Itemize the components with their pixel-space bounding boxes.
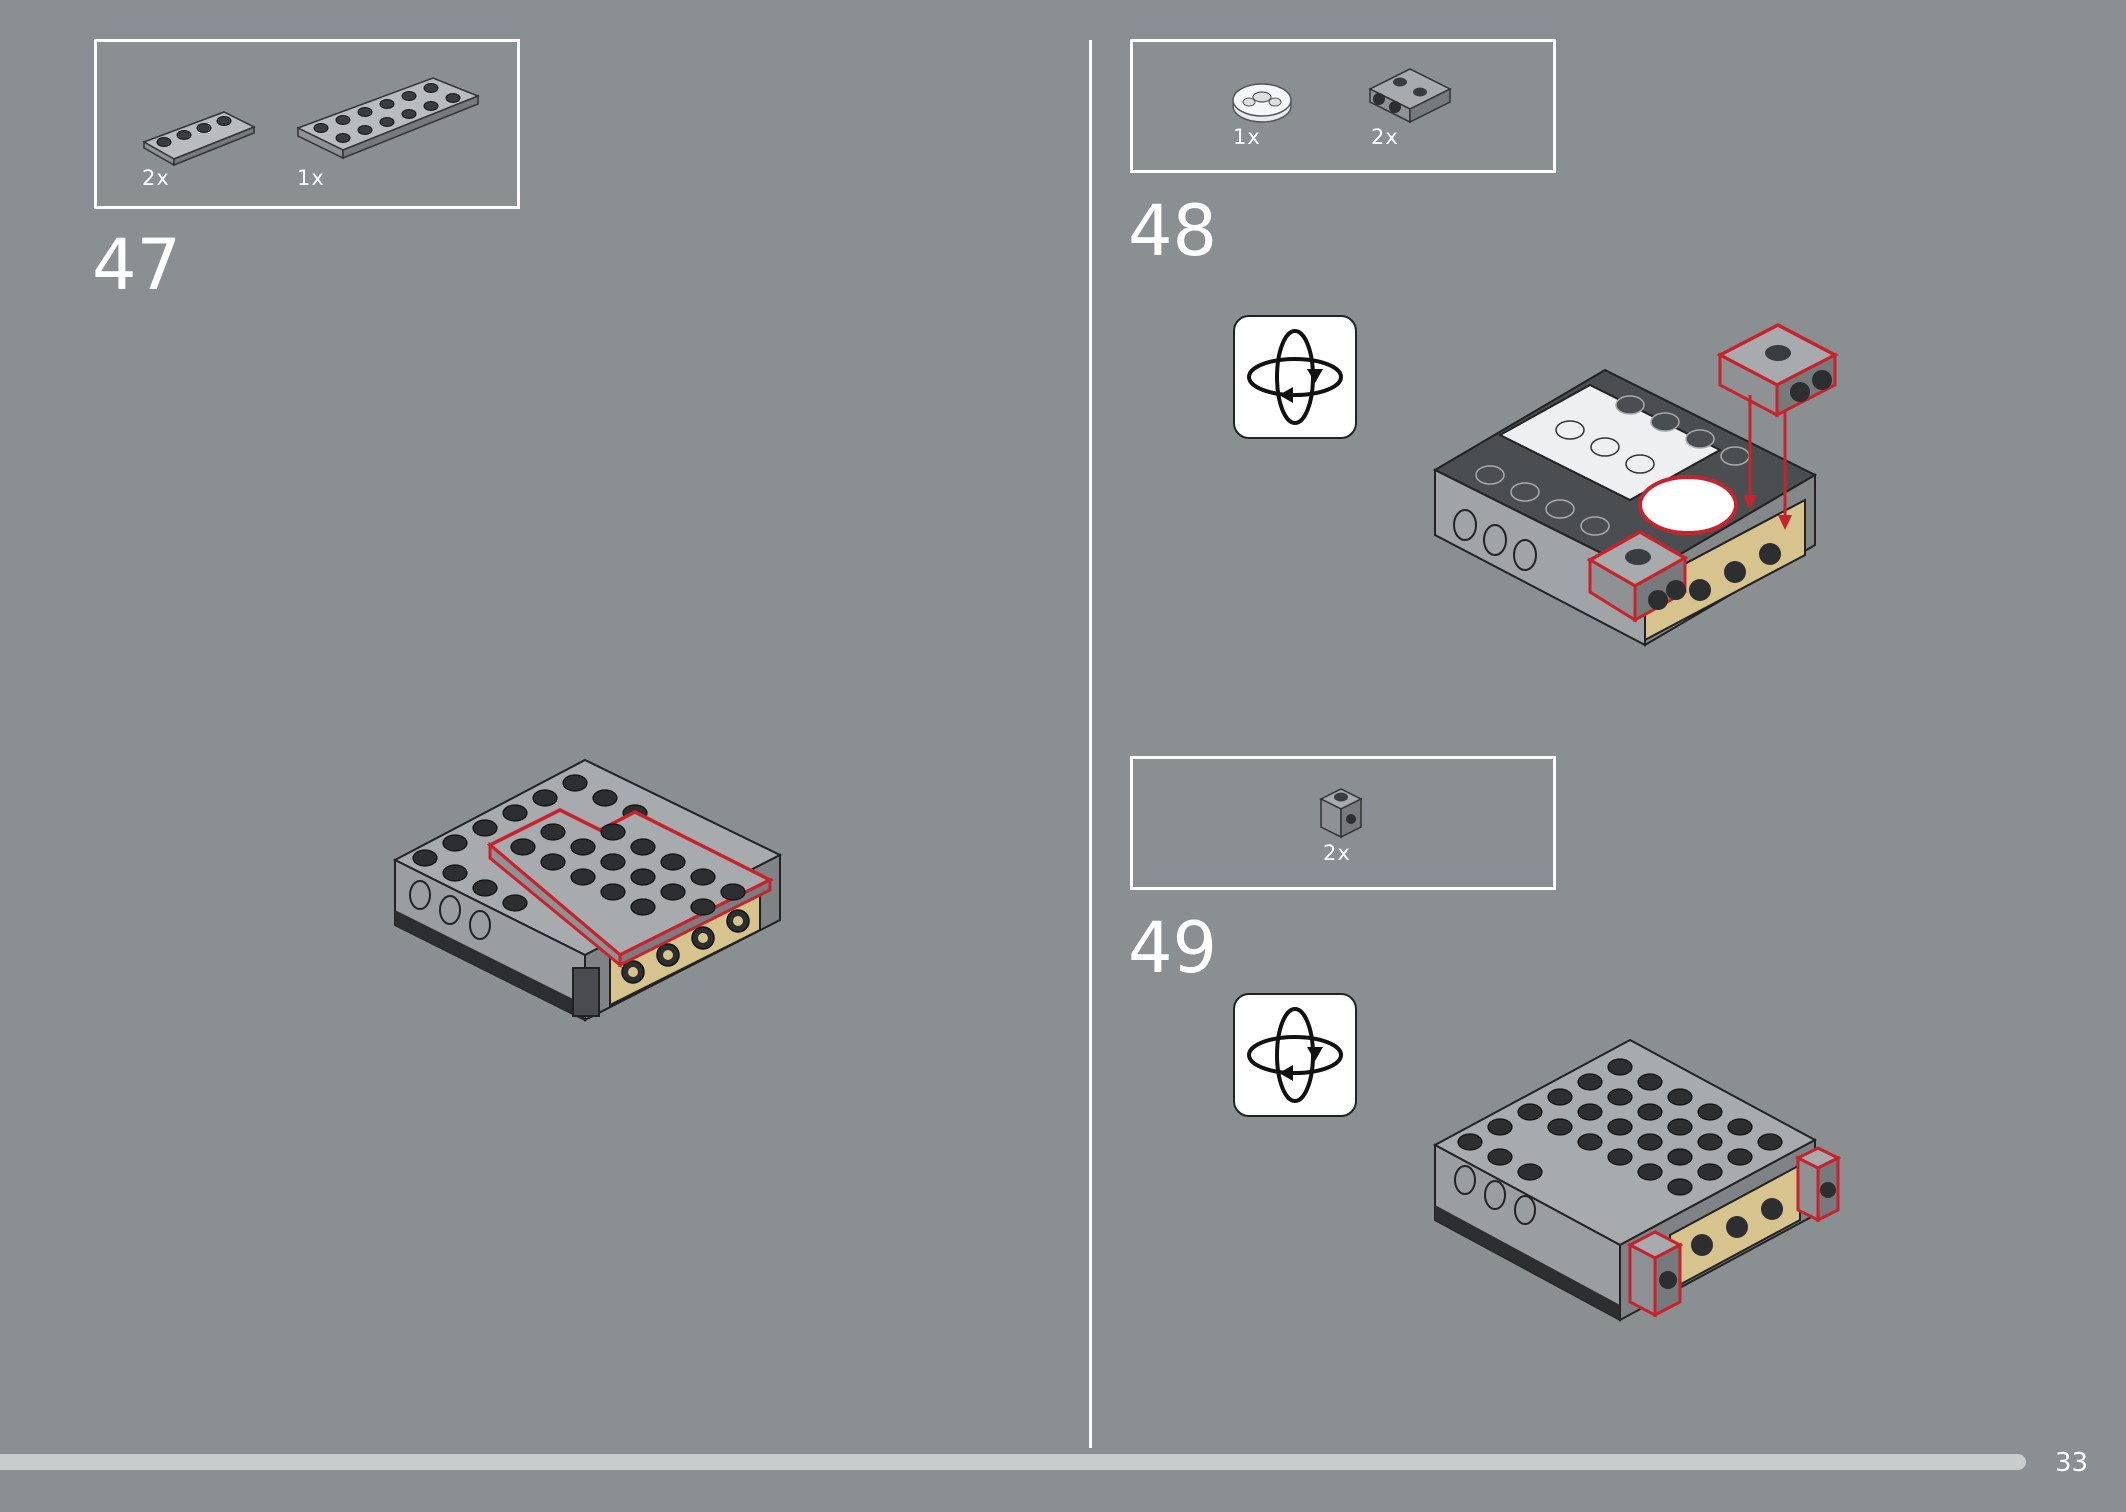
- parts-list-box-step-49: 2x: [1130, 756, 1556, 890]
- plate-1x4-part-image: [142, 111, 256, 167]
- part-quantity: 2x: [142, 166, 170, 190]
- parts-list-box-step-48: 1x 2x: [1130, 39, 1556, 173]
- rotate-model-icon: [1233, 315, 1357, 439]
- part-quantity: 2x: [1371, 125, 1399, 149]
- plate-2x6-part-image: [296, 77, 481, 160]
- rotate-model-icon: [1233, 993, 1357, 1117]
- part-quantity: 1x: [297, 166, 325, 190]
- parts-list-box-step-47: 2x 1x: [94, 39, 520, 209]
- round-plate-part-image: [1232, 83, 1292, 123]
- plate-side-studs-part-image: [1368, 68, 1452, 124]
- step-49-model-image: [1432, 1038, 1842, 1322]
- step-number: 49: [1128, 907, 1218, 989]
- part-quantity: 2x: [1323, 841, 1351, 865]
- step-number: 48: [1128, 190, 1218, 272]
- page-number: 33: [2055, 1448, 2089, 1478]
- step-number: 47: [92, 224, 182, 306]
- step-47-model-image: [392, 758, 783, 1022]
- brick-1x1-side-stud-part-image: [1319, 788, 1363, 839]
- page-progress-bar: [0, 1454, 2026, 1470]
- part-quantity: 1x: [1233, 125, 1261, 149]
- page-divider: [1089, 40, 1092, 1448]
- step-48-model-image: [1432, 323, 1839, 647]
